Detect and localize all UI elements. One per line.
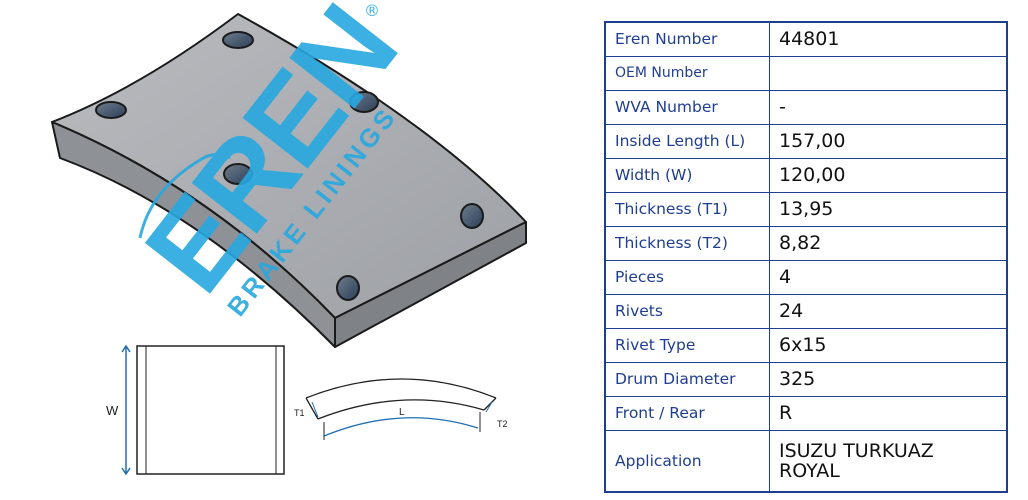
spec-row-drum-diameter: Drum Diameter 325 (604, 361, 1008, 397)
spec-value: 13,95 (769, 191, 1008, 227)
side-view-drawing (305, 378, 497, 440)
spec-value: 157,00 (769, 123, 1008, 159)
spec-label: Width (W) (604, 157, 770, 193)
t2-label: T2 (497, 419, 508, 429)
length-label: L (399, 407, 405, 418)
side-view-left-end (305, 397, 319, 420)
spec-value (769, 55, 1008, 91)
spec-row-front-rear: Front / Rear R (604, 395, 1008, 431)
specification-table: Eren Number 44801 OEM Number WVA Number … (604, 21, 1008, 493)
spec-row-wva-number: WVA Number - (604, 89, 1008, 125)
spec-label: Rivet Type (604, 327, 770, 363)
rivet-hole (95, 101, 127, 119)
side-view-inner-arc (317, 399, 485, 420)
spec-label: WVA Number (604, 89, 770, 125)
t2-dimension-line (485, 401, 493, 413)
spec-row-oem-number: OEM Number (604, 55, 1008, 91)
brake-lining-3d (51, 13, 527, 348)
spec-label: Rivets (604, 293, 770, 329)
side-view-outer-arc (305, 378, 497, 399)
spec-row-application: Application ISUZU TURKUAZ ROYAL (604, 429, 1008, 493)
front-view-outline (136, 345, 285, 475)
lining-side-face (334, 221, 527, 348)
rivet-hole (223, 163, 253, 185)
spec-row-eren-number: Eren Number 44801 (604, 21, 1008, 57)
front-view-drawing (121, 344, 285, 476)
spec-row-width: Width (W) 120,00 (604, 157, 1008, 193)
spec-value: 120,00 (769, 157, 1008, 193)
spec-value: - (769, 89, 1008, 125)
spec-label: Inside Length (L) (604, 123, 770, 159)
car-outline (138, 153, 231, 239)
spec-row-inside-length: Inside Length (L) 157,00 (604, 123, 1008, 159)
spec-value: ISUZU TURKUAZ ROYAL (769, 429, 1008, 493)
product-illustration: EREN BRAKE LININGS ® W L T1 T2 (51, 0, 527, 476)
spec-value: R (769, 395, 1008, 431)
spec-label: Application (604, 429, 770, 493)
spec-label: Thickness (T1) (604, 191, 770, 227)
spec-row-rivet-type: Rivet Type 6x15 (604, 327, 1008, 363)
width-label: W (106, 403, 119, 418)
t1-label: T1 (294, 408, 305, 418)
spec-label: Pieces (604, 259, 770, 295)
spec-label: OEM Number (604, 55, 770, 91)
spec-value: 6x15 (769, 327, 1008, 363)
spec-row-thickness-t1: Thickness (T1) 13,95 (604, 191, 1008, 227)
spec-label: Thickness (T2) (604, 225, 770, 261)
spec-value: 8,82 (769, 225, 1008, 261)
spec-label: Eren Number (604, 21, 770, 57)
side-view-right-end (483, 397, 497, 411)
rivet-hole (222, 31, 254, 49)
spec-row-thickness-t2: Thickness (T2) 8,82 (604, 225, 1008, 261)
length-dimension-arc (323, 417, 479, 437)
rivet-hole (460, 203, 484, 229)
registered-mark: ® (364, 1, 380, 20)
spec-value: 4 (769, 259, 1008, 295)
spec-label: Drum Diameter (604, 361, 770, 397)
spec-label: Front / Rear (604, 395, 770, 431)
spec-row-rivets: Rivets 24 (604, 293, 1008, 329)
spec-value: 325 (769, 361, 1008, 397)
spec-row-pieces: Pieces 4 (604, 259, 1008, 295)
rivet-hole (336, 275, 360, 301)
spec-value: 24 (769, 293, 1008, 329)
width-dimension-arrows (121, 344, 131, 476)
spec-value: 44801 (769, 21, 1008, 57)
rivet-holes (95, 31, 484, 301)
rivet-hole (349, 91, 379, 113)
t1-dimension-line (311, 401, 319, 418)
